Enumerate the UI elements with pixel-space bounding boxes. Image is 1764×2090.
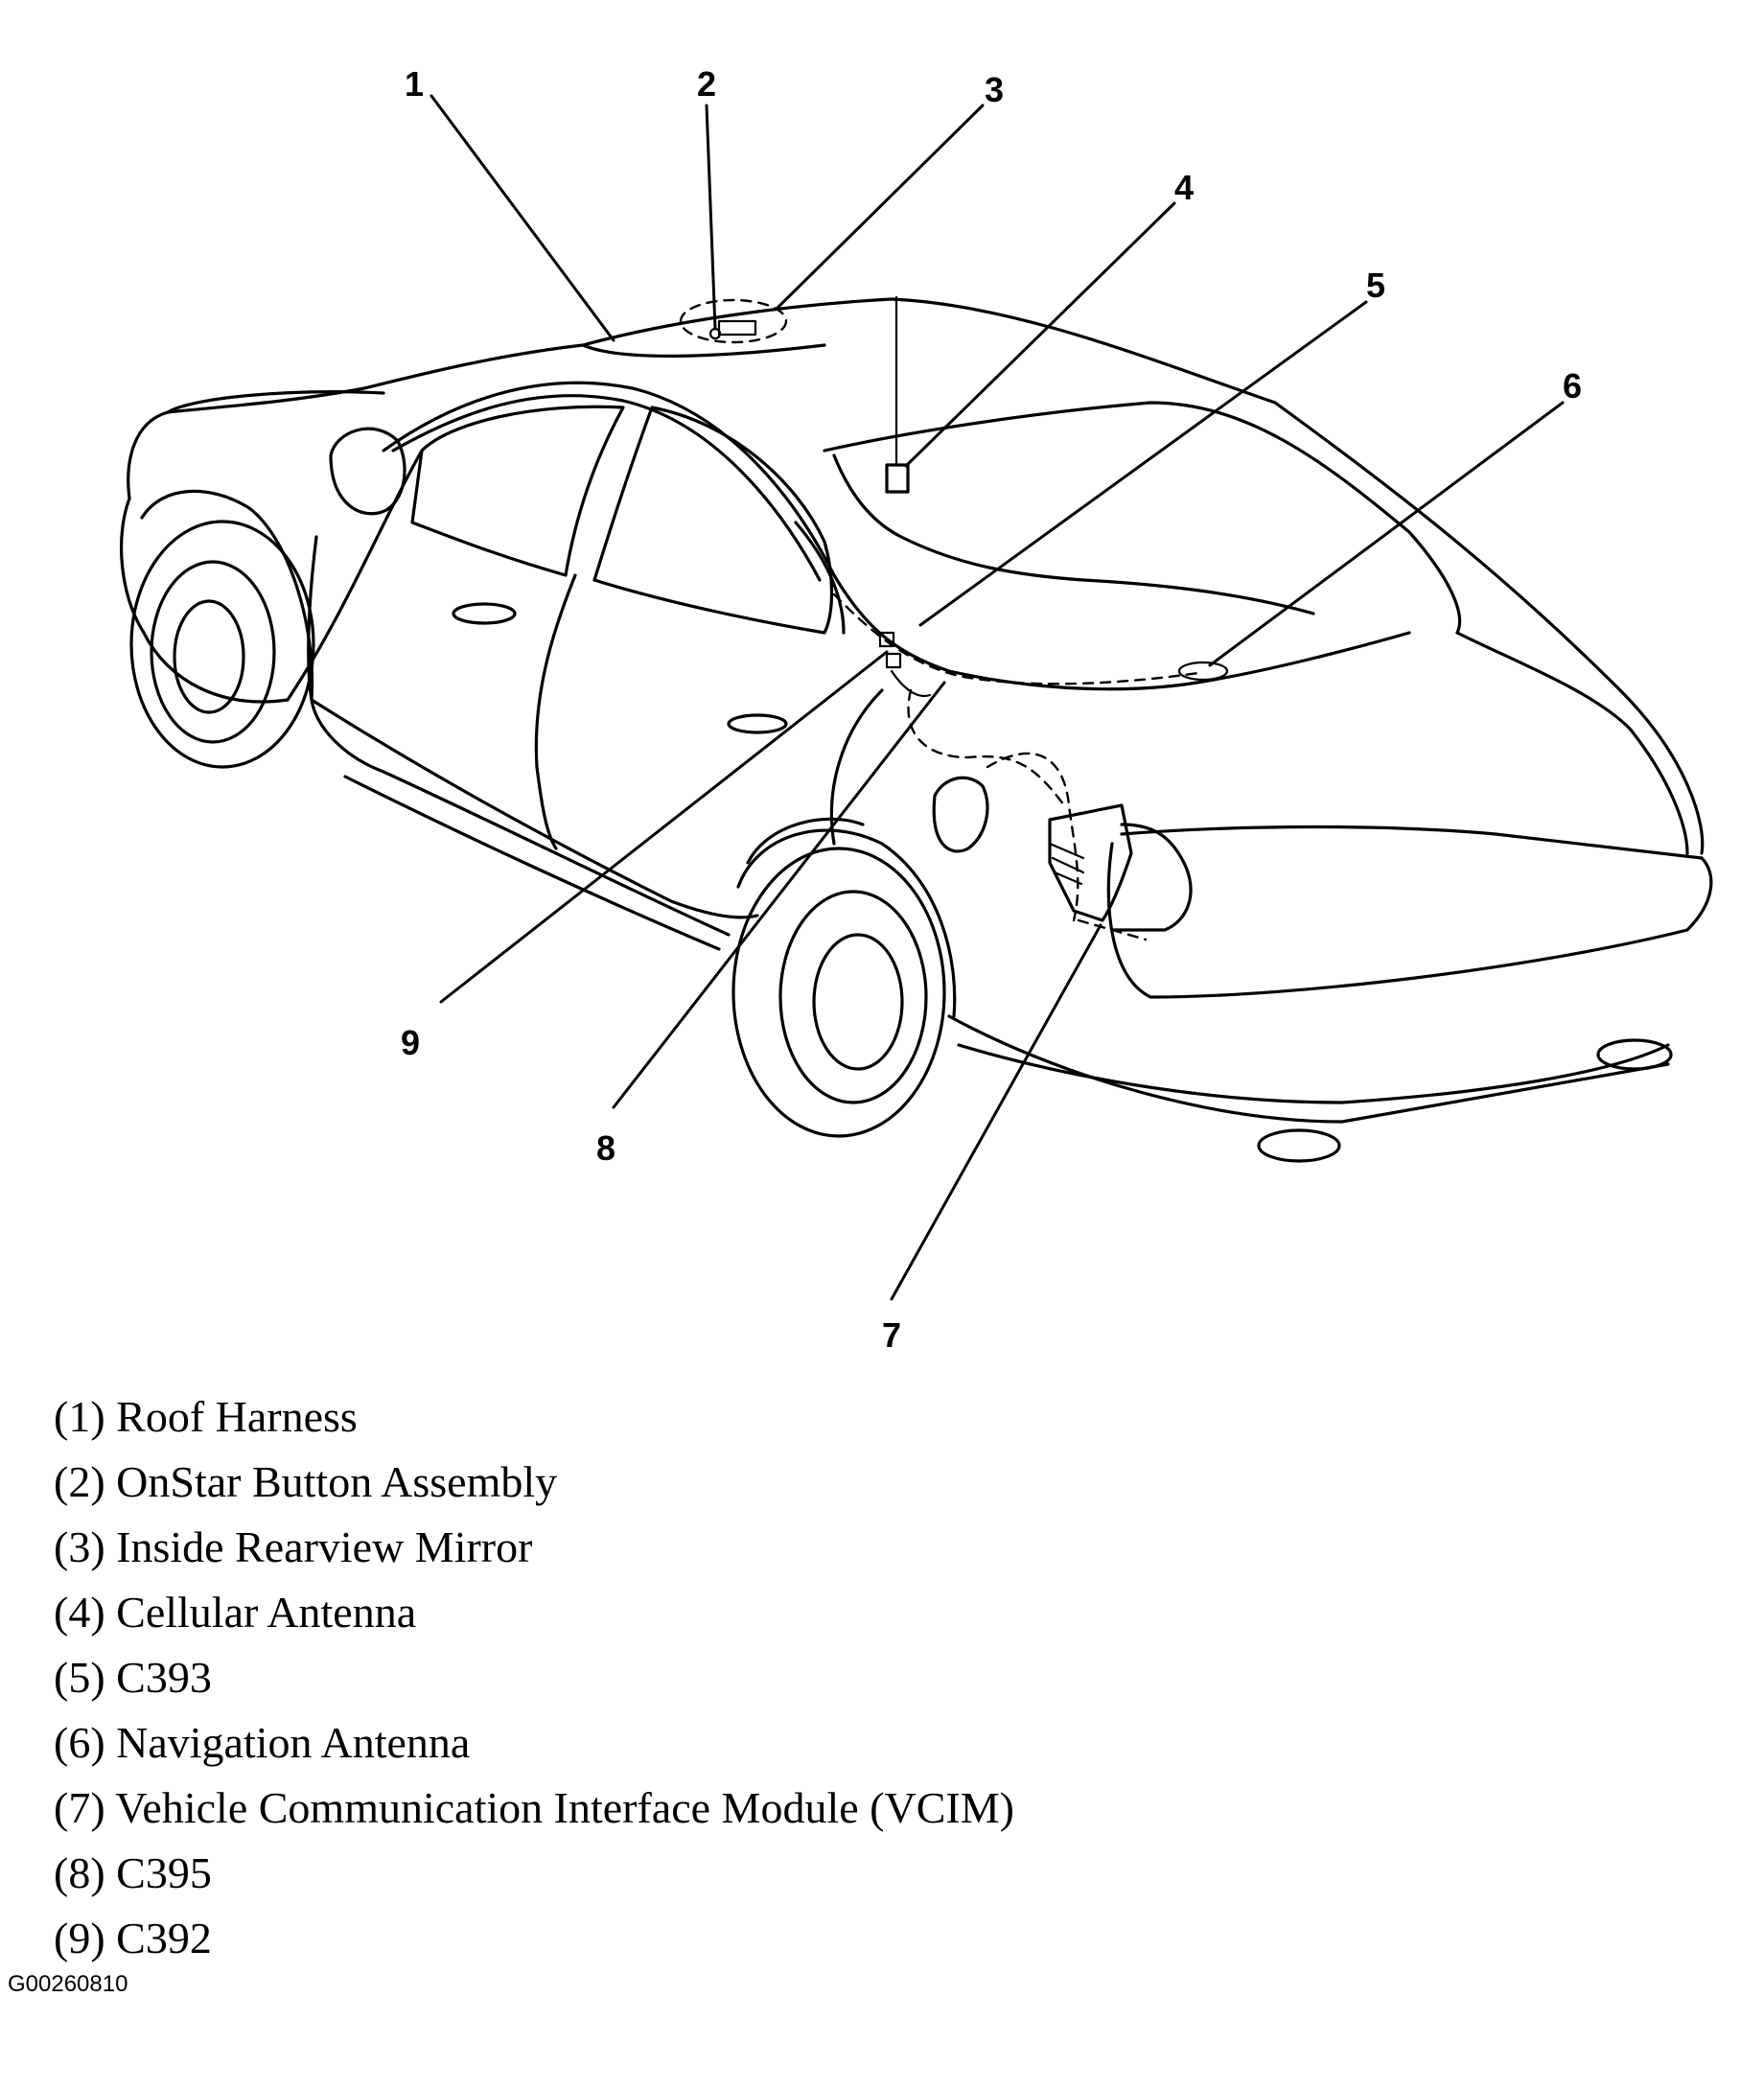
- callout-8: 8: [596, 1128, 615, 1168]
- leader-line-1: [429, 94, 615, 342]
- legend-item: (2) OnStar Button Assembly: [54, 1457, 558, 1506]
- leader-line-7: [890, 923, 1102, 1301]
- legend-item: (6) Navigation Antenna: [54, 1718, 471, 1767]
- leader-line-2: [705, 104, 717, 331]
- vehicle-body-outline: [119, 297, 1713, 1163]
- leader-line-9: [439, 650, 889, 1004]
- legend-item: (5) C393: [54, 1653, 212, 1702]
- leader-line-4: [904, 201, 1176, 468]
- callout-6: 6: [1563, 366, 1582, 406]
- component-legend: (1) Roof Harness (2) OnStar Button Assem…: [54, 1384, 1014, 1971]
- callout-7: 7: [882, 1315, 901, 1355]
- legend-item: (1) Roof Harness: [54, 1392, 358, 1441]
- legend-item: (3) Inside Rearview Mirror: [54, 1522, 533, 1571]
- callout-9: 9: [401, 1023, 420, 1062]
- component-markers: [679, 295, 1229, 941]
- callout-numbers: 1 2 3 4 5 6 7 8 9: [401, 64, 1582, 1355]
- leader-lines: [429, 94, 1565, 1301]
- callout-4: 4: [1174, 168, 1194, 207]
- callout-5: 5: [1366, 266, 1385, 305]
- legend-item: (9) C392: [54, 1914, 212, 1962]
- figure-id: G00260810: [8, 1971, 128, 1997]
- callout-1: 1: [405, 64, 424, 104]
- legend-item: (7) Vehicle Communication Interface Modu…: [54, 1783, 1014, 1832]
- callout-2: 2: [697, 64, 716, 104]
- legend-item: (8) C395: [54, 1848, 212, 1897]
- leader-line-8: [612, 681, 946, 1109]
- vehicle-component-locator-diagram: 1 2 3 4 5 6 7 8 9: [119, 64, 1713, 1355]
- leader-line-6: [1208, 401, 1565, 667]
- legend-item: (4) Cellular Antenna: [54, 1588, 417, 1637]
- leader-line-3: [775, 104, 985, 311]
- leader-line-5: [918, 300, 1368, 627]
- callout-3: 3: [985, 70, 1004, 109]
